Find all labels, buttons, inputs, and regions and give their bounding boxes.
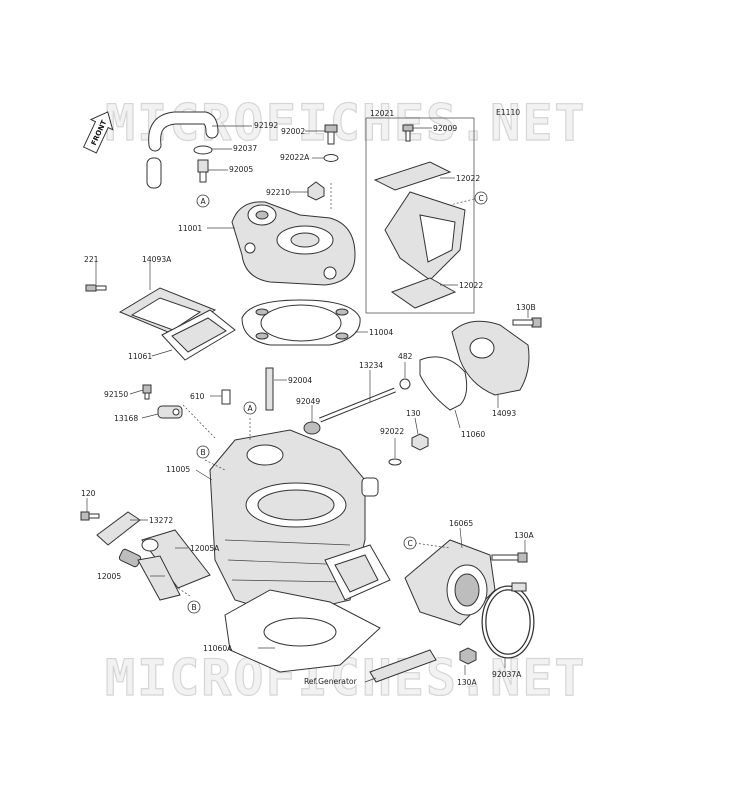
- circlip: [399, 378, 411, 390]
- cover-bolt: [85, 284, 107, 292]
- callout-b-mid: B: [196, 445, 210, 459]
- cylinder-stud: [265, 367, 274, 411]
- manifold-bolt-lower: [459, 647, 477, 665]
- intake-manifold: [404, 539, 496, 626]
- ref-generator-label: Ref.Generator: [304, 677, 358, 686]
- head-gasket: [241, 299, 361, 346]
- label-92005: 92005: [229, 165, 253, 174]
- svg-text:C: C: [479, 194, 484, 203]
- dowel-pin: [221, 389, 231, 405]
- holder-bolt: [80, 511, 100, 521]
- label-13272: 13272: [149, 516, 173, 525]
- base-gasket: [224, 589, 381, 673]
- label-92022A: 92022A: [280, 153, 310, 162]
- oil-seal: [303, 421, 321, 435]
- label-16065: 16065: [449, 519, 473, 528]
- callout-a-mid: A: [243, 401, 257, 415]
- label-11060: 11060: [461, 430, 485, 439]
- label-92192: 92192: [254, 121, 278, 130]
- label-92150: 92150: [104, 390, 128, 399]
- label-13234: 13234: [359, 361, 383, 370]
- callout-b-bottom: B: [187, 600, 201, 614]
- callout-c-top: C: [474, 191, 488, 205]
- housing-gasket: [419, 356, 468, 411]
- label-12022-upper: 12022: [456, 174, 480, 183]
- label-12005: 12005: [97, 572, 121, 581]
- exhaust-valve-b: [118, 548, 181, 601]
- fig-code: E1110: [496, 108, 520, 117]
- leader-lines: [86, 125, 529, 683]
- breather-fitting: [197, 159, 209, 183]
- label-482: 482: [398, 352, 413, 361]
- label-92210: 92210: [266, 188, 290, 197]
- label-610: 610: [190, 392, 205, 401]
- label-11061: 11061: [128, 352, 152, 361]
- manifold-bolt-upper: [491, 552, 528, 563]
- label-11001: 11001: [178, 224, 202, 233]
- washer: [323, 154, 339, 162]
- reed-valve-frame: [365, 117, 475, 314]
- svg-text:A: A: [248, 404, 254, 413]
- hose-clamp: [193, 145, 213, 155]
- exhaust-valve-a: [141, 529, 211, 589]
- plug: [411, 433, 429, 451]
- svg-text:C: C: [408, 539, 413, 548]
- exhaust-valve-shaft: [319, 387, 396, 423]
- label-92049: 92049: [296, 397, 320, 406]
- plug-washer: [388, 458, 402, 466]
- label-12022-lower: 12022: [459, 281, 483, 290]
- label-12005A: 12005A: [190, 544, 220, 553]
- exhaust-valve-cover: [161, 309, 236, 361]
- label-13168: 13168: [114, 414, 138, 423]
- watermark-top: MICROFICHES.NET: [105, 94, 587, 152]
- svg-text:B: B: [201, 448, 206, 457]
- label-130B: 130B: [516, 303, 536, 312]
- svg-text:A: A: [201, 197, 207, 206]
- head-bolt: [324, 124, 338, 145]
- head-nut: [307, 181, 325, 201]
- label-130: 130: [406, 409, 421, 418]
- label-92002: 92002: [281, 127, 305, 136]
- cylinder: [209, 429, 391, 616]
- label-221: 221: [84, 255, 99, 264]
- exhaust-valve-lever: [157, 405, 183, 419]
- intake-clamp: [481, 582, 535, 659]
- reed-stopper: [373, 161, 452, 191]
- label-14093A: 14093A: [142, 255, 172, 264]
- reed-housing: [451, 320, 530, 396]
- label-92037A: 92037A: [492, 670, 522, 679]
- reed-petal: [390, 277, 457, 309]
- label-130A-upper: 130A: [514, 531, 534, 540]
- svg-text:B: B: [192, 603, 197, 612]
- label-92022: 92022: [380, 427, 404, 436]
- reed-valve-block: [384, 191, 466, 281]
- label-11060A: 11060A: [203, 644, 233, 653]
- label-120: 120: [81, 489, 96, 498]
- label-130A-lower: 130A: [457, 678, 477, 687]
- label-12021: 12021: [370, 109, 394, 118]
- callout-c-mid: C: [403, 536, 417, 550]
- bleed-screw: [142, 384, 152, 400]
- label-92037: 92037: [233, 144, 257, 153]
- housing-bolt: [512, 317, 542, 328]
- callout-a-top: A: [196, 194, 210, 208]
- label-92004: 92004: [288, 376, 312, 385]
- label-11005: 11005: [166, 465, 190, 474]
- cylinder-head: [231, 201, 356, 286]
- label-92009: 92009: [433, 124, 457, 133]
- breather-hose: [146, 111, 219, 189]
- label-11004: 11004: [369, 328, 393, 337]
- holder-plate: [96, 511, 141, 546]
- label-14093: 14093: [492, 409, 516, 418]
